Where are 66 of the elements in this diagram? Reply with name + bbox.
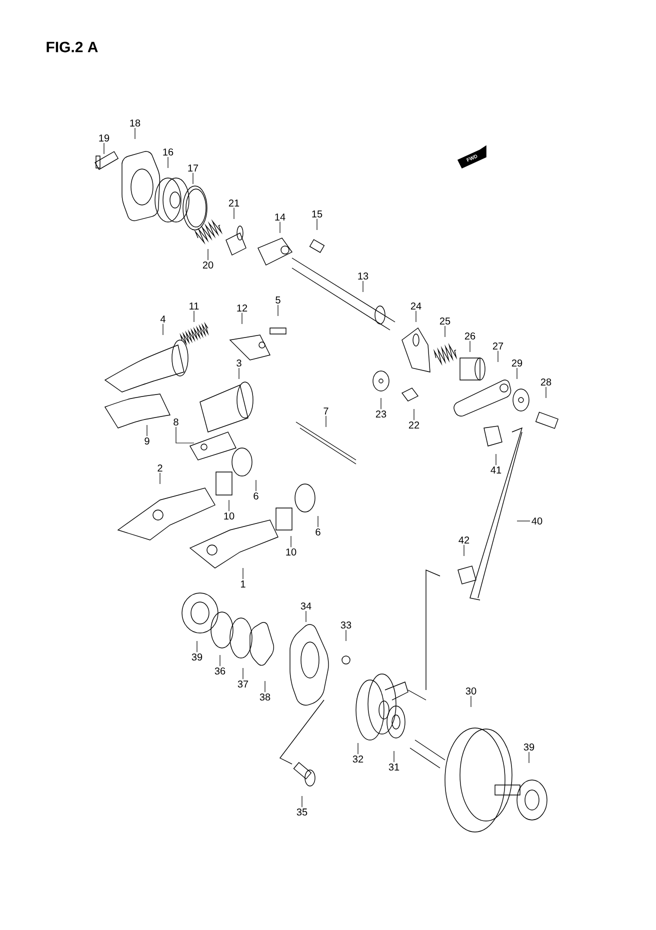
- leader-line: [362, 280, 364, 292]
- leader-line: [264, 680, 266, 692]
- leader-line: [290, 536, 292, 548]
- leader-line: [242, 568, 244, 580]
- callout-number: 10: [286, 548, 296, 556]
- leader-line: [516, 520, 530, 522]
- callout-number: 21: [228, 200, 240, 206]
- callout-number: 11: [190, 302, 199, 310]
- callout-number: 19: [99, 134, 110, 142]
- callout-number: 12: [237, 304, 248, 312]
- callout-number: 40: [532, 517, 542, 525]
- callout-number: 15: [312, 210, 322, 218]
- leader-line: [134, 128, 136, 140]
- leader-line: [516, 368, 518, 380]
- callout-number: 14: [275, 214, 286, 220]
- callout-number: 16: [163, 148, 174, 156]
- leader-line: [242, 668, 244, 680]
- callout-number: 35: [296, 808, 308, 816]
- callout-number: 25: [440, 317, 450, 325]
- callout-number: 5: [276, 296, 280, 304]
- leader-line: [162, 324, 164, 336]
- leader-line: [196, 640, 198, 652]
- callout-number: 32: [352, 755, 364, 763]
- callout-number: 3: [236, 359, 242, 367]
- callout-number: 20: [202, 261, 214, 269]
- callout-number: 27: [492, 342, 504, 350]
- leader-line: [176, 426, 194, 444]
- callout-number: 28: [540, 378, 552, 386]
- callout-number: 17: [188, 164, 198, 172]
- callout-number: 8: [174, 418, 178, 426]
- callout-number: 23: [376, 410, 386, 418]
- callout-number: 29: [512, 359, 522, 367]
- callout-number: 34: [300, 602, 312, 610]
- callout-number: 1: [240, 580, 246, 588]
- callout-number: 39: [524, 743, 534, 751]
- callout-number: 37: [238, 680, 248, 688]
- callout-number: 41: [490, 466, 502, 474]
- callout-number: 22: [408, 422, 420, 428]
- callout-number: 6: [316, 528, 320, 536]
- callout-number: 36: [214, 667, 226, 675]
- leader-line: [444, 326, 446, 338]
- leader-line: [238, 368, 240, 380]
- leader-line: [316, 218, 318, 230]
- callout-number: 33: [340, 621, 352, 629]
- callout-number: 4: [160, 316, 166, 322]
- leader-line: [470, 696, 472, 708]
- callout-number: 31: [388, 763, 400, 771]
- callout-number: 42: [458, 536, 470, 544]
- figure-title: FIG.2 A: [46, 42, 98, 52]
- callout-number: 26: [464, 332, 476, 340]
- callout-number: 24: [410, 302, 422, 310]
- callout-number: 18: [130, 119, 140, 127]
- callout-number: 6: [254, 492, 258, 500]
- leader-line: [146, 424, 148, 436]
- callout-number: 10: [224, 512, 234, 520]
- leader-line: [380, 398, 382, 410]
- callout-number: 2: [158, 464, 162, 472]
- callout-number: 38: [260, 693, 270, 701]
- callout-number: 39: [192, 653, 202, 661]
- leader-line: [228, 500, 230, 512]
- leader-line: [528, 752, 530, 764]
- callout-number: 30: [466, 687, 476, 695]
- callout-number: 13: [358, 272, 368, 280]
- leader-line: [192, 172, 194, 184]
- callout-number: 9: [144, 437, 150, 445]
- callout-number: 7: [324, 408, 328, 414]
